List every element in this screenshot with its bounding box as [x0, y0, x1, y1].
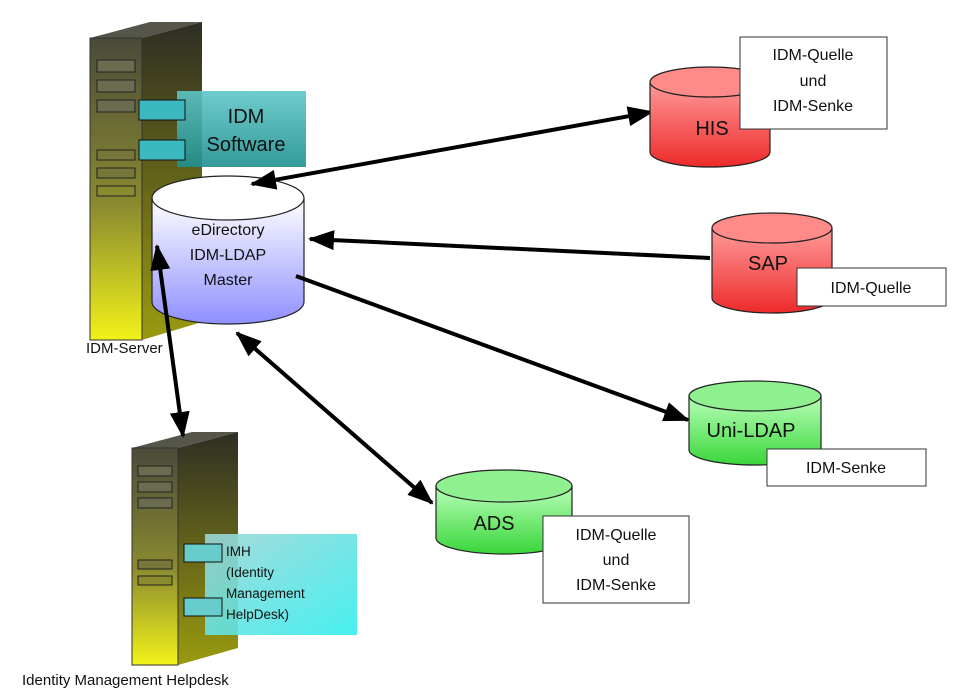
unildap-role-box: IDM-Senke: [766, 448, 927, 487]
his-role-box: IDM-Quelle und IDM-Senke: [739, 36, 888, 130]
unildap-role-line1: IDM-Senke: [806, 460, 886, 477]
his-role-line1: IDM-Quelle: [773, 47, 854, 64]
ads-role-line1: IDM-Quelle: [576, 527, 657, 544]
sap-role-line1: IDM-Quelle: [831, 280, 912, 297]
imh-label-line1: IMH: [226, 544, 251, 559]
imh-label-line3: Management: [226, 586, 305, 601]
idm-server-caption: IDM-Server: [86, 340, 163, 357]
idm-software-label-line2: Software: [207, 134, 286, 156]
ads-edirectory-arrow: [235, 331, 434, 505]
ads-label: ADS: [473, 513, 514, 535]
sap-label: SAP: [748, 253, 788, 275]
his-role-line3: IDM-Senke: [773, 98, 853, 115]
idm-software-label-line1: IDM: [228, 106, 265, 128]
his-edirectory-arrow: [250, 106, 654, 190]
helpdesk-caption: Identity Management Helpdesk: [22, 672, 229, 689]
sap-role-box: IDM-Quelle: [796, 267, 947, 307]
sap-to-edirectory-arrow: [308, 230, 711, 260]
ads-role-line2: und: [603, 552, 630, 569]
edirectory-label-line1: eDirectory: [192, 222, 265, 239]
ads-role-box: IDM-Quelle und IDM-Senke: [542, 515, 690, 604]
edirectory-database-cylinder: eDirectory IDM-LDAP Master: [151, 175, 305, 325]
his-role-line2: und: [800, 73, 827, 90]
imh-label-line4: HelpDesk): [226, 607, 289, 622]
his-label: HIS: [695, 118, 728, 140]
ads-role-line3: IDM-Senke: [576, 577, 656, 594]
ads-database-cylinder: ADS: [435, 469, 573, 555]
edirectory-to-unildap-arrow: [295, 274, 690, 422]
edirectory-label-line3: Master: [204, 272, 254, 289]
unildap-label: Uni-LDAP: [707, 420, 796, 442]
edirectory-label-line2: IDM-LDAP: [190, 247, 266, 264]
imh-label-line2: (Identity: [226, 565, 274, 580]
helpdesk-edirectory-arrow: [150, 244, 190, 438]
unildap-database-cylinder: Uni-LDAP: [688, 380, 822, 466]
imh-module: IMH (Identity Management HelpDesk): [183, 534, 357, 635]
